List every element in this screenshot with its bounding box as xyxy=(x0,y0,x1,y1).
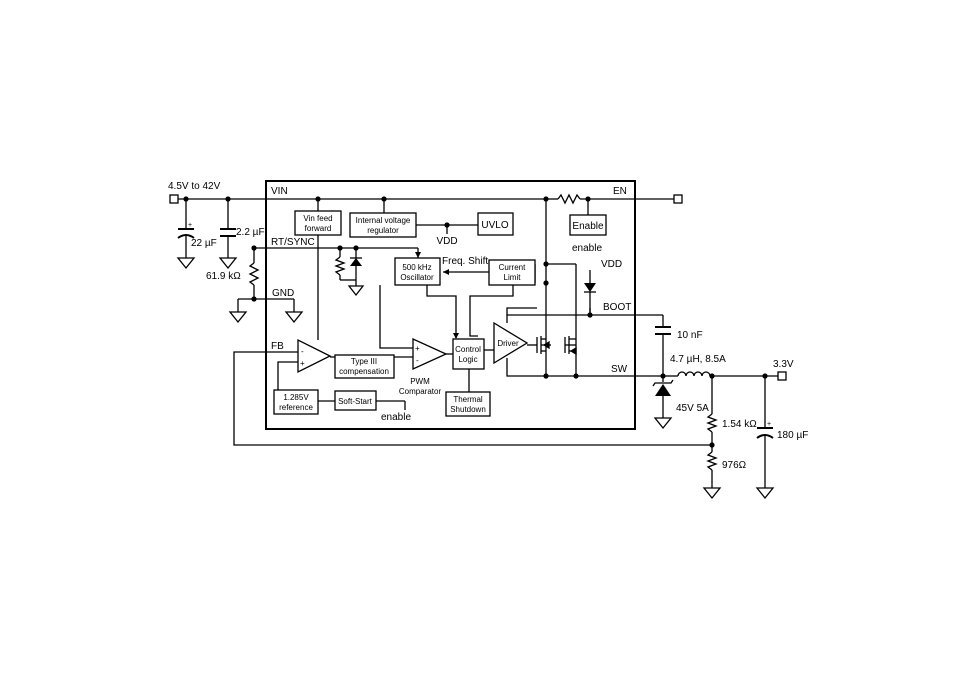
vout-terminal xyxy=(777,371,787,381)
uvlo-label: UVLO xyxy=(481,220,508,231)
vdd-label: VDD xyxy=(436,236,457,247)
ctl-label-2: Logic xyxy=(458,355,477,364)
ts-label-1: Thermal xyxy=(453,395,483,404)
type3-label-1: Type III xyxy=(351,357,377,366)
soft-start-block xyxy=(334,390,377,411)
current-limit-block xyxy=(488,259,536,286)
osc-label-2: Oscillator xyxy=(400,273,434,282)
cl-label-1: Current xyxy=(499,263,526,272)
internal-regulator-block xyxy=(349,212,417,238)
cap-out-label: 180 µF xyxy=(777,430,808,441)
cap-bulk-label: 22 µF xyxy=(191,238,217,249)
ts-label-2: Shutdown xyxy=(450,405,486,414)
rt-resistor-label: 61.9 kΩ xyxy=(206,271,241,282)
inductor-label: 4.7 µH, 8.5A xyxy=(670,354,726,365)
boot-cap-label: 10 nF xyxy=(677,330,703,341)
cap-ceramic-label: 2.2 µF xyxy=(236,227,265,238)
ivr-label-2: regulator xyxy=(367,226,399,235)
pin-rt-sync-label: RT/SYNC xyxy=(271,237,315,248)
junction-dots xyxy=(183,196,768,448)
cap-bulk-plus: + xyxy=(188,222,192,229)
vin-terminal xyxy=(169,194,179,204)
enable-block xyxy=(569,214,607,236)
oscillator-block xyxy=(394,257,441,286)
vin-feed-forward-block xyxy=(294,210,342,236)
type3-compensation-block xyxy=(334,354,395,379)
uvlo-block xyxy=(477,212,514,236)
pin-vin-label: VIN xyxy=(271,186,288,197)
enable-out-label: enable xyxy=(572,243,602,254)
ic-outline xyxy=(265,180,636,430)
cl-label-2: Limit xyxy=(504,273,522,282)
pin-fb-label: FB xyxy=(271,341,284,352)
err-amp-minus: - xyxy=(301,347,304,356)
pin-sw-label: SW xyxy=(611,364,628,375)
control-logic-block xyxy=(452,338,485,370)
driver-amplifier xyxy=(493,321,529,365)
signal-arrows xyxy=(415,252,459,339)
r-bottom-label: 976Ω xyxy=(722,460,747,471)
pwm-plus: + xyxy=(415,344,420,353)
freq-shift-label: Freq. Shift xyxy=(442,256,488,267)
ground-symbols xyxy=(176,257,775,500)
cap-out-plus: + xyxy=(767,421,771,428)
pwm-minus: - xyxy=(416,356,419,365)
ss-enable-label: enable xyxy=(381,412,411,423)
error-amplifier xyxy=(297,338,332,374)
vdd-boot-label: VDD xyxy=(601,259,622,270)
output-voltage-label: 3.3V xyxy=(773,359,794,370)
vin-ff-label-2: forward xyxy=(305,224,332,233)
driver-label: Driver xyxy=(497,339,519,348)
pwm-comparator xyxy=(412,337,448,371)
r-top-label: 1.54 kΩ xyxy=(722,419,757,430)
pwm-label-2: Comparator xyxy=(399,387,442,396)
input-voltage-label: 4.5V to 42V xyxy=(168,181,221,192)
ref-label-1: 1.285V xyxy=(283,393,309,402)
labels: 4.5V to 42V VIN EN RT/SYNC GND FB BOOT S… xyxy=(168,181,808,471)
ref-label-2: reference xyxy=(279,403,313,412)
vin-ff-label-1: Vin feed xyxy=(303,214,332,223)
osc-label-1: 500 kHz xyxy=(402,263,431,272)
thermal-shutdown-block xyxy=(445,391,491,417)
pwm-label-1: PWM xyxy=(410,377,430,386)
ctl-label-1: Control xyxy=(455,345,481,354)
pin-gnd-label: GND xyxy=(272,288,294,299)
capacitor-plates xyxy=(177,228,774,439)
pin-en-label: EN xyxy=(613,186,627,197)
ivr-label-1: Internal voltage xyxy=(356,216,411,225)
en-terminal xyxy=(673,194,683,204)
wires xyxy=(178,193,778,488)
pin-boot-label: BOOT xyxy=(603,302,631,313)
err-amp-plus: + xyxy=(300,359,305,368)
reference-block xyxy=(273,389,319,415)
diodes xyxy=(350,257,674,396)
diode-label: 45V 5A xyxy=(676,403,709,414)
enable-box-label: Enable xyxy=(572,221,604,232)
type3-label-2: compensation xyxy=(339,367,389,376)
soft-start-label: Soft-Start xyxy=(338,397,373,406)
mosfets xyxy=(536,336,577,356)
